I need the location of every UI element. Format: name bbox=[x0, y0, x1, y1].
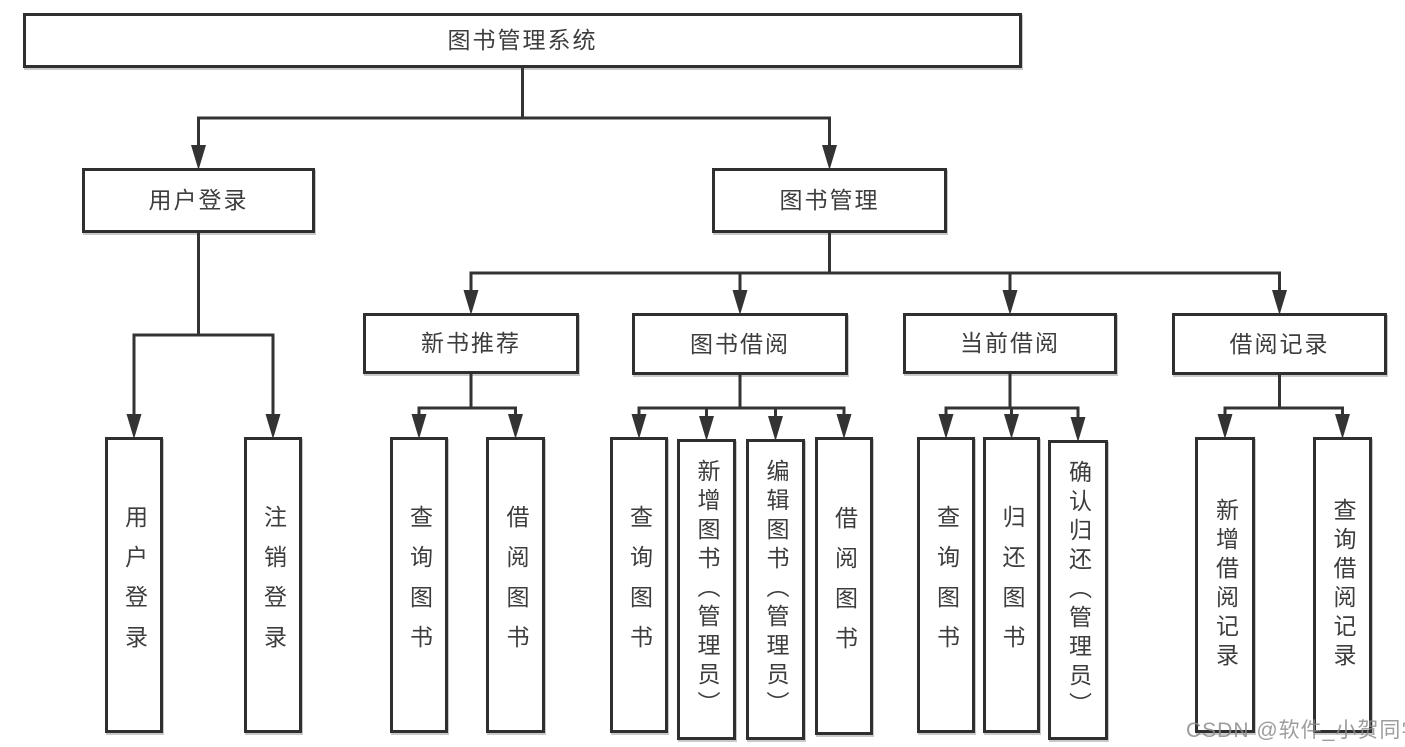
arrowhead-icon bbox=[1272, 290, 1287, 315]
arrowhead-icon bbox=[191, 145, 206, 170]
arrowhead-icon bbox=[822, 145, 837, 170]
node-label-root: 图书管理系统 bbox=[447, 27, 598, 53]
node-label-user-login: 用户登录 bbox=[148, 187, 249, 213]
node-label-new-book-recommend: 新书推荐 bbox=[421, 330, 521, 356]
watermark: CSDN @软件_小贺同学 bbox=[1186, 719, 1405, 742]
node-label-leaf-query-books-1: 查询图书 bbox=[406, 505, 433, 665]
arrowhead-icon bbox=[126, 414, 142, 439]
node-label-leaf-borrow-books-1: 借阅图书 bbox=[503, 505, 529, 665]
arrowhead-icon bbox=[463, 290, 479, 315]
node-leaf-add-books: 新增图书（管理员） bbox=[677, 439, 736, 740]
node-leaf-query-borrow-record: 查询借阅记录 bbox=[1313, 437, 1372, 733]
node-label-leaf-borrow-books-2: 借阅图书 bbox=[831, 506, 858, 666]
arrowhead-icon bbox=[508, 414, 523, 439]
arrowhead-icon bbox=[1002, 290, 1018, 315]
arrowhead-icon bbox=[1004, 414, 1019, 439]
node-root: 图书管理系统 bbox=[23, 13, 1022, 68]
arrowhead-icon bbox=[699, 416, 714, 441]
node-label-leaf-confirm-return: 确认归还（管理员） bbox=[1065, 459, 1092, 721]
arrowhead-icon bbox=[938, 414, 954, 439]
arrowhead-icon bbox=[836, 414, 852, 439]
node-user-login: 用户登录 bbox=[82, 168, 315, 233]
node-leaf-user-login: 用户登录 bbox=[105, 437, 163, 733]
node-current-borrowing: 当前借阅 bbox=[903, 313, 1117, 374]
node-leaf-logout: 注销登录 bbox=[244, 437, 302, 733]
node-label-book-management: 图书管理 bbox=[779, 187, 880, 213]
node-label-leaf-edit-books: 编辑图书（管理员） bbox=[763, 459, 789, 720]
node-label-current-borrowing: 当前借阅 bbox=[960, 330, 1060, 356]
arrowhead-icon bbox=[1217, 414, 1233, 439]
node-leaf-edit-books: 编辑图书（管理员） bbox=[746, 439, 805, 740]
node-book-management: 图书管理 bbox=[712, 168, 947, 233]
node-label-leaf-user-login: 用户登录 bbox=[121, 505, 148, 665]
node-label-leaf-query-borrow-record: 查询借阅记录 bbox=[1330, 498, 1356, 672]
arrowhead-icon bbox=[768, 416, 783, 441]
arrowhead-icon bbox=[411, 414, 427, 439]
node-borrowing-records: 借阅记录 bbox=[1172, 313, 1387, 375]
node-leaf-borrow-books-1: 借阅图书 bbox=[486, 437, 545, 733]
node-leaf-return-books: 归还图书 bbox=[983, 437, 1040, 733]
arrowhead-icon bbox=[631, 414, 647, 439]
node-leaf-query-books-1: 查询图书 bbox=[390, 437, 448, 733]
node-label-leaf-return-books: 归还图书 bbox=[999, 505, 1025, 665]
arrowhead-icon bbox=[1070, 417, 1086, 442]
node-leaf-borrow-books-2: 借阅图书 bbox=[815, 437, 873, 735]
node-label-leaf-add-borrow-record: 新增借阅记录 bbox=[1212, 498, 1239, 672]
node-label-book-borrowing: 图书借阅 bbox=[690, 330, 790, 357]
node-leaf-query-books-2: 查询图书 bbox=[610, 437, 668, 733]
node-label-borrowing-records: 借阅记录 bbox=[1229, 330, 1330, 357]
node-leaf-query-books-3: 查询图书 bbox=[917, 437, 975, 733]
arrowhead-icon bbox=[1335, 414, 1350, 439]
node-book-borrowing: 图书借阅 bbox=[632, 313, 848, 375]
node-label-leaf-query-books-2: 查询图书 bbox=[626, 505, 653, 665]
node-label-leaf-logout: 注销登录 bbox=[260, 505, 287, 665]
node-label-leaf-add-books: 新增图书（管理员） bbox=[694, 459, 720, 720]
node-leaf-confirm-return: 确认归还（管理员） bbox=[1048, 440, 1108, 740]
node-leaf-add-borrow-record: 新增借阅记录 bbox=[1195, 437, 1255, 733]
node-label-leaf-query-books-3: 查询图书 bbox=[933, 505, 960, 665]
node-new-book-recommend: 新书推荐 bbox=[363, 313, 579, 374]
arrowhead-icon bbox=[732, 290, 748, 315]
arrowhead-icon bbox=[265, 414, 281, 439]
